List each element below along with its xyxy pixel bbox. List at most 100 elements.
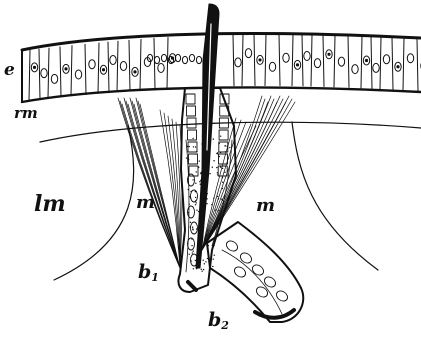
sac-b2-cell — [251, 263, 266, 277]
stipple-dot — [191, 260, 192, 261]
nucleolus — [328, 53, 330, 55]
sac-cell — [219, 130, 228, 140]
cell-nucleus — [304, 51, 310, 60]
cell-nucleus — [75, 70, 81, 79]
sac-b2-cell — [275, 289, 290, 303]
stipple-dot — [190, 222, 191, 223]
stipple-dot — [192, 227, 193, 228]
stipple-dot — [216, 153, 217, 154]
sac-b2-cell — [255, 285, 270, 299]
stipple-dot — [214, 254, 215, 255]
cell-nucleus — [352, 65, 358, 74]
stipple-dot — [196, 209, 197, 210]
cell-nucleus — [51, 74, 57, 83]
muscle-fan-right — [202, 96, 295, 250]
sac-b2-cells — [222, 239, 289, 314]
stipple-dot — [190, 226, 191, 227]
stipple-dot — [191, 238, 192, 239]
nucleolus — [134, 71, 136, 73]
stipple-dot — [201, 269, 202, 270]
label-m-left: m — [136, 194, 155, 212]
stipple-dot — [192, 179, 193, 180]
muscle-fiber — [202, 102, 295, 250]
cuticle-cell — [161, 54, 166, 61]
stipple-dot — [224, 172, 225, 173]
stipple-dot — [217, 174, 218, 175]
stipple-dot — [192, 252, 193, 253]
stipple-dot — [212, 166, 213, 167]
cell-wall — [71, 46, 72, 96]
label-e: e — [4, 62, 15, 79]
stipple-dot — [199, 181, 200, 182]
label-b2-subscript: 2 — [221, 319, 229, 332]
stipple-dot — [205, 261, 206, 262]
stipple-dot — [188, 189, 189, 190]
stipple-dot — [206, 203, 207, 204]
label-lm: lm — [34, 193, 66, 215]
stipple-dot — [222, 168, 223, 169]
cell-wall — [302, 35, 303, 86]
stipple-dot — [222, 182, 223, 183]
stipple-dot — [193, 146, 194, 147]
stipple-dot — [219, 143, 220, 144]
stipple-dot — [192, 138, 193, 139]
cell-nucleus — [89, 60, 95, 69]
cell-nucleus — [158, 63, 164, 72]
cell-wall — [48, 48, 49, 98]
sac-cell — [187, 106, 196, 116]
stipple-dot — [219, 156, 220, 157]
stipple-dot — [209, 173, 210, 174]
cell-wall — [417, 39, 418, 91]
stipple-dot — [189, 146, 190, 147]
stipple-dot — [188, 212, 189, 213]
cell-wall — [167, 37, 168, 88]
stipple-dot — [195, 197, 196, 198]
cell-wall — [265, 34, 266, 85]
stipple-dot — [203, 269, 204, 270]
circular-muscle-boundary — [40, 122, 421, 142]
cell-nucleus — [245, 49, 251, 58]
stipple-dot — [188, 253, 189, 254]
stipple-dot — [186, 157, 187, 158]
stipple-dot — [203, 259, 204, 260]
longitudinal-muscle-left-outline — [54, 126, 134, 280]
label-b2: b2 — [208, 311, 229, 331]
cell-nucleus — [373, 63, 379, 72]
cell-nucleus — [314, 59, 320, 68]
cell-wall — [334, 35, 335, 87]
stipple-dot — [193, 268, 194, 269]
sac-cell — [218, 166, 227, 176]
cell-wall — [279, 34, 280, 85]
cell-nucleus — [235, 58, 241, 67]
cell-nucleus — [120, 61, 126, 70]
cell-wall — [154, 38, 155, 89]
stipple-dot — [195, 146, 196, 147]
stipple-dot — [196, 150, 197, 151]
stipple-dot — [217, 172, 218, 173]
stipple-dot — [213, 258, 214, 259]
label-b1: b1 — [138, 263, 159, 283]
nucleolus — [259, 59, 261, 61]
cell-nucleus — [283, 53, 289, 62]
sac-b2-cell — [225, 239, 240, 253]
stipple-dot — [220, 135, 221, 136]
nucleolus — [65, 68, 67, 70]
stipple-dot — [195, 183, 196, 184]
cell-wall — [254, 34, 255, 85]
cell-wall — [117, 41, 118, 91]
cuticle-cell — [189, 54, 194, 61]
stipple-dot — [199, 160, 200, 161]
stipple-dot — [195, 204, 196, 205]
cell-wall — [292, 34, 293, 85]
cell-nucleus — [110, 56, 116, 65]
sac-cell — [188, 130, 197, 140]
stipple-dot — [229, 147, 230, 148]
stipple-dot — [220, 166, 221, 167]
stipple-dot — [195, 260, 196, 261]
nucleolus — [365, 59, 367, 61]
sac-nucleus — [191, 222, 198, 234]
label-m-right: m — [256, 197, 275, 215]
label-b2-letter: b — [208, 309, 221, 331]
muscle-fiber — [140, 104, 180, 268]
cell-wall — [371, 37, 372, 89]
